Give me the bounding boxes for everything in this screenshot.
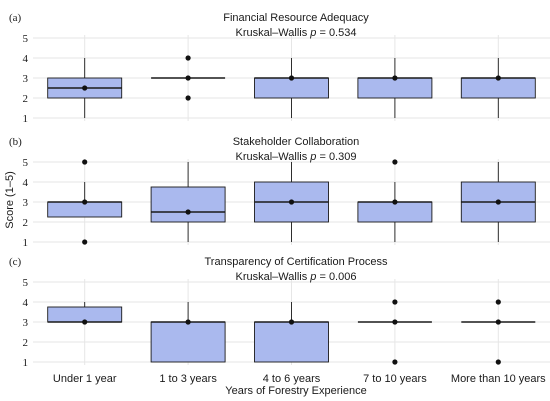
- data-point: [82, 85, 88, 91]
- data-point: [495, 199, 501, 205]
- box-group: [357, 58, 433, 118]
- box-group: [254, 162, 329, 242]
- data-point: [288, 75, 295, 81]
- data-point: [392, 159, 398, 165]
- data-point: [495, 299, 501, 305]
- panel-title: Financial Resource Adequacy: [223, 12, 369, 24]
- y-tick-label: 3: [23, 73, 29, 85]
- y-tick-label: 5: [23, 157, 29, 169]
- y-tick-label: 1: [23, 113, 29, 125]
- x-tick-label: 7 to 10 years: [363, 373, 427, 385]
- data-point: [288, 319, 295, 325]
- panel-label: (a): [9, 12, 22, 24]
- box: [357, 201, 433, 223]
- box-group: [460, 162, 536, 242]
- data-point: [392, 199, 398, 205]
- panel-statistic: Kruskal–Wallis p = 0.534: [236, 27, 357, 39]
- panel-3: 1 2 3 4 5(c) Transparency of Certification Pr…: [9, 256, 550, 369]
- box-group: [150, 162, 226, 242]
- panel-label: (c): [9, 256, 22, 268]
- y-tick-label: 5: [23, 33, 29, 45]
- data-point: [185, 75, 191, 81]
- data-point: [495, 359, 501, 365]
- box-group: [47, 302, 123, 325]
- data-point: [392, 299, 398, 305]
- panel-1: 1 2 3 4 5(a) Financial Resource AdequacyKrusk…: [9, 12, 550, 125]
- data-point: [392, 75, 398, 81]
- stat-p: p: [309, 151, 316, 163]
- y-tick-label: 4: [23, 53, 29, 65]
- panel-title: Stakeholder Collaboration: [233, 136, 360, 148]
- stat-value: = 0.309: [316, 151, 356, 163]
- y-tick-label: 2: [23, 217, 29, 229]
- panel-statistic: Kruskal–Wallis p = 0.006: [236, 271, 357, 283]
- box-group: [47, 58, 123, 118]
- y-tick-label: 5: [23, 277, 29, 289]
- stat-prefix: Kruskal–Wallis: [236, 27, 311, 39]
- data-point: [392, 359, 398, 365]
- x-tick-label: 1 to 3 years: [159, 373, 217, 385]
- stat-prefix: Kruskal–Wallis: [236, 151, 311, 163]
- data-point: [185, 209, 191, 215]
- box-group: [460, 58, 536, 118]
- data-point: [82, 239, 88, 245]
- y-tick-label: 2: [23, 93, 29, 105]
- stat-value: = 0.006: [316, 271, 356, 283]
- box: [254, 321, 329, 363]
- panel-2: 1 2 3 4 5(b) Stakeholder CollaborationKruskal…: [9, 136, 550, 249]
- panel-label: (b): [9, 136, 22, 148]
- y-axis-label: Score (1–5): [4, 171, 16, 228]
- box-group: [357, 159, 433, 242]
- y-tick-label: 4: [23, 297, 29, 309]
- y-tick-label: 2: [23, 337, 29, 349]
- box-group: [47, 159, 123, 245]
- data-point: [185, 55, 191, 61]
- data-point: [185, 319, 191, 325]
- box: [150, 321, 226, 363]
- panel-title: Transparency of Certification Process: [205, 256, 388, 268]
- y-tick-label: 3: [23, 317, 29, 329]
- stat-p: p: [309, 271, 316, 283]
- x-tick-label: Under 1 year: [53, 373, 117, 385]
- box: [357, 77, 433, 99]
- data-point: [495, 319, 501, 325]
- data-point: [185, 95, 191, 101]
- box-group: [254, 58, 329, 118]
- stat-p: p: [309, 27, 316, 39]
- x-tick-labels: Under 1 year 1 to 3 years 4 to 6 years 7 to…: [53, 373, 546, 385]
- y-tick-label: 1: [23, 237, 29, 249]
- box: [150, 186, 226, 223]
- box-group: [150, 302, 226, 363]
- data-point: [495, 75, 501, 81]
- box-group: [254, 302, 329, 363]
- box: [254, 77, 329, 99]
- stat-value: = 0.534: [316, 27, 356, 39]
- data-point: [288, 199, 295, 205]
- box: [460, 77, 536, 99]
- panel-statistic: Kruskal–Wallis p = 0.309: [236, 151, 357, 163]
- y-tick-label: 1: [23, 357, 29, 369]
- y-tick-label: 4: [23, 177, 29, 189]
- stat-prefix: Kruskal–Wallis: [236, 271, 311, 283]
- data-point: [392, 319, 398, 325]
- y-tick-label: 3: [23, 197, 29, 209]
- data-point: [82, 319, 88, 325]
- x-tick-label: More than 10 years: [451, 373, 546, 385]
- data-point: [82, 199, 88, 205]
- box-group: [357, 299, 432, 365]
- data-point: [82, 159, 88, 165]
- box-group: [151, 55, 226, 101]
- x-tick-label: 4 to 6 years: [263, 373, 321, 385]
- box-group: [461, 299, 536, 365]
- x-axis-label: Years of Forestry Experience: [225, 385, 366, 397]
